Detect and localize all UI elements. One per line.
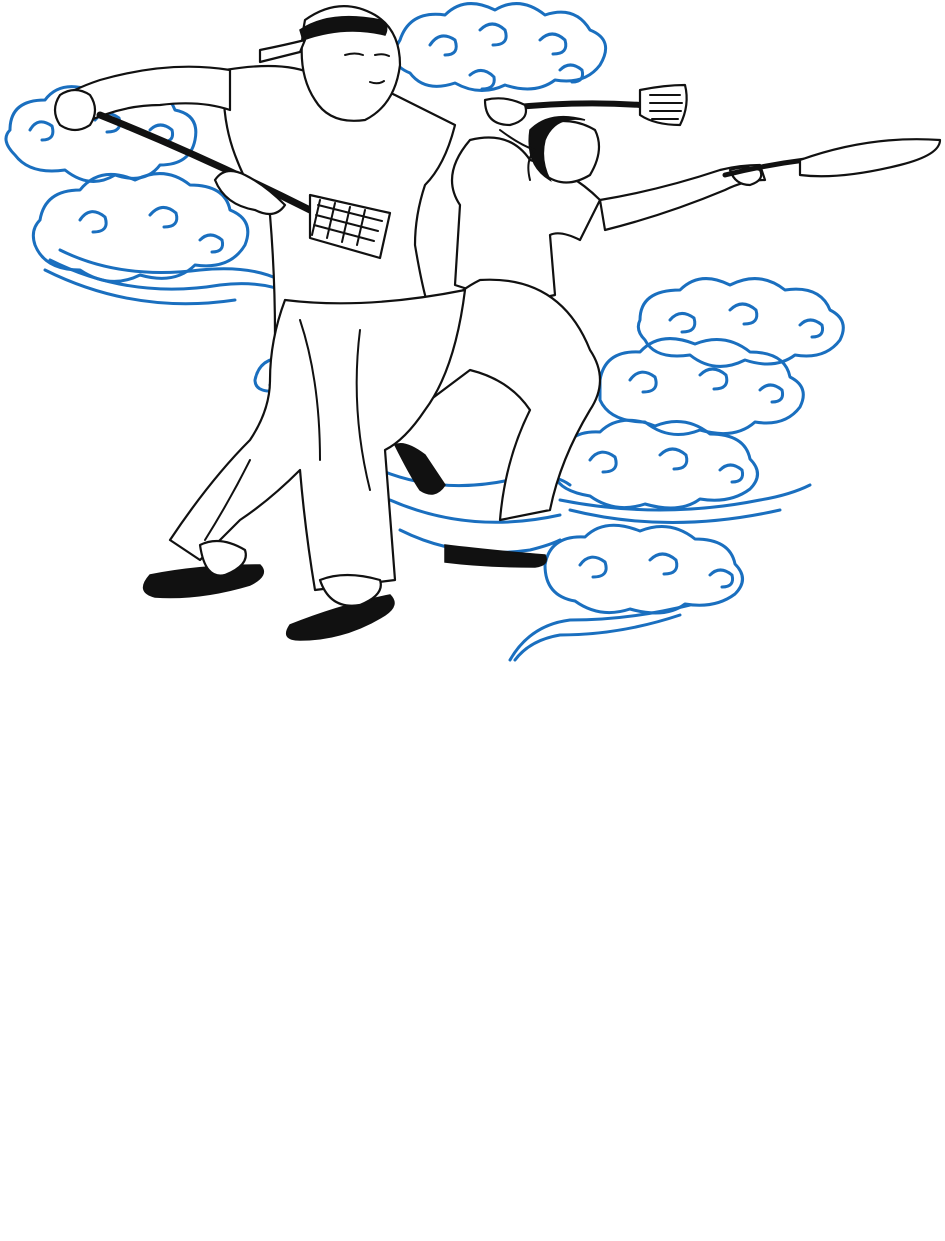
cloud-icon <box>598 337 805 436</box>
cloud-icon <box>4 81 198 183</box>
person-icon <box>53 5 942 641</box>
empty-background <box>0 670 945 1241</box>
cloud-icon <box>636 277 845 368</box>
sandal-icon <box>142 564 265 599</box>
cloud-icon <box>543 523 744 615</box>
cloud-icon <box>553 418 759 510</box>
cloud-cluster-right <box>508 277 845 662</box>
cloud-cluster-left <box>4 81 292 306</box>
frying-pan-icon <box>798 138 942 178</box>
cloud-icon <box>392 2 608 92</box>
grill-brush-icon <box>308 193 392 260</box>
cloud-cluster-top <box>392 2 608 92</box>
cloud-icon <box>31 172 250 283</box>
kungfu-cooks-illustration <box>4 2 942 662</box>
